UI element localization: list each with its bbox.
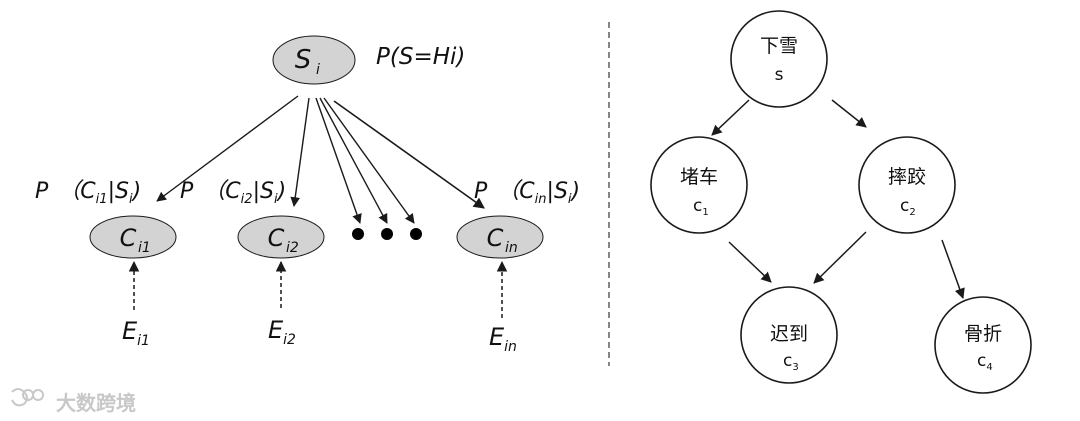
edge-s-c2 bbox=[290, 97, 310, 207]
node-c-i2-label: C bbox=[268, 224, 285, 252]
node-c-i2 bbox=[237, 215, 325, 259]
node-c-i2-sub: i2 bbox=[286, 240, 299, 256]
evidence-e-in: Ein bbox=[489, 323, 517, 355]
bn-node-late-var: c3 bbox=[783, 351, 799, 373]
root-probability: P(S=Hi) bbox=[376, 44, 465, 70]
left-diagram: S i P(S=Hi) P（Ci1|Si) P（Ci2|Si) P（Cin|Si… bbox=[35, 35, 580, 355]
node-c-in bbox=[456, 215, 544, 259]
evidence-e-i1: Ei1 bbox=[122, 317, 150, 349]
ellipsis-dot bbox=[381, 228, 393, 240]
node-c-in-sub: in bbox=[505, 240, 518, 256]
bn-node-snow-var: s bbox=[775, 65, 784, 85]
bn-node-fracture bbox=[934, 296, 1032, 394]
edge-c1-c3-bn bbox=[728, 241, 772, 283]
bn-node-traffic bbox=[650, 136, 748, 234]
right-diagram: 下雪 s 堵车 c1 摔跤 c2 迟到 c3 骨折 c4 bbox=[650, 10, 1032, 394]
prob-c-in: P（Cin|Si) bbox=[474, 179, 580, 207]
node-c-i1 bbox=[89, 215, 177, 259]
node-c-i1-label: C bbox=[120, 224, 137, 252]
node-c-in-label: C bbox=[487, 224, 504, 252]
edge-s-dot1 bbox=[315, 97, 362, 224]
bn-node-fall-var: c2 bbox=[900, 196, 916, 218]
node-s-i-sub: i bbox=[316, 62, 320, 78]
edge-s-c1-bn bbox=[711, 99, 750, 136]
node-c-i1-sub: i1 bbox=[138, 240, 151, 256]
ellipsis-dot bbox=[352, 228, 364, 240]
node-s-i bbox=[272, 35, 356, 85]
edge-s-c1 bbox=[156, 95, 299, 202]
edge-s-dot2 bbox=[319, 97, 388, 224]
bn-node-late bbox=[740, 286, 838, 384]
watermark: 大数跨境 bbox=[11, 388, 136, 415]
edge-s-cn bbox=[333, 100, 485, 209]
bn-node-fracture-label: 骨折 bbox=[964, 323, 1002, 345]
prob-c-i2: P（Ci2|Si) bbox=[180, 179, 286, 207]
node-s-i-label: S bbox=[295, 45, 312, 75]
bn-node-traffic-var: c1 bbox=[693, 196, 709, 218]
bn-node-fall-label: 摔跤 bbox=[888, 166, 926, 188]
edge-s-c2-bn bbox=[831, 99, 867, 128]
edge-c2-c3-bn bbox=[813, 231, 867, 284]
edge-c2-c4-bn bbox=[941, 239, 965, 299]
bn-node-late-label: 迟到 bbox=[770, 323, 808, 345]
watermark-logo-icon bbox=[11, 388, 45, 407]
prob-c-i1: P（Ci1|Si) bbox=[35, 179, 141, 207]
evidence-e-i2: Ei2 bbox=[268, 316, 296, 348]
bn-node-snow-label: 下雪 bbox=[760, 35, 798, 57]
watermark-text: 大数跨境 bbox=[56, 391, 136, 415]
edge-s-dot3 bbox=[323, 97, 415, 224]
bn-node-traffic-label: 堵车 bbox=[680, 166, 718, 188]
bn-node-fracture-var: c4 bbox=[977, 351, 993, 373]
bn-node-fall bbox=[858, 136, 956, 234]
bn-node-snow bbox=[730, 10, 828, 108]
ellipsis-dot bbox=[410, 228, 422, 240]
